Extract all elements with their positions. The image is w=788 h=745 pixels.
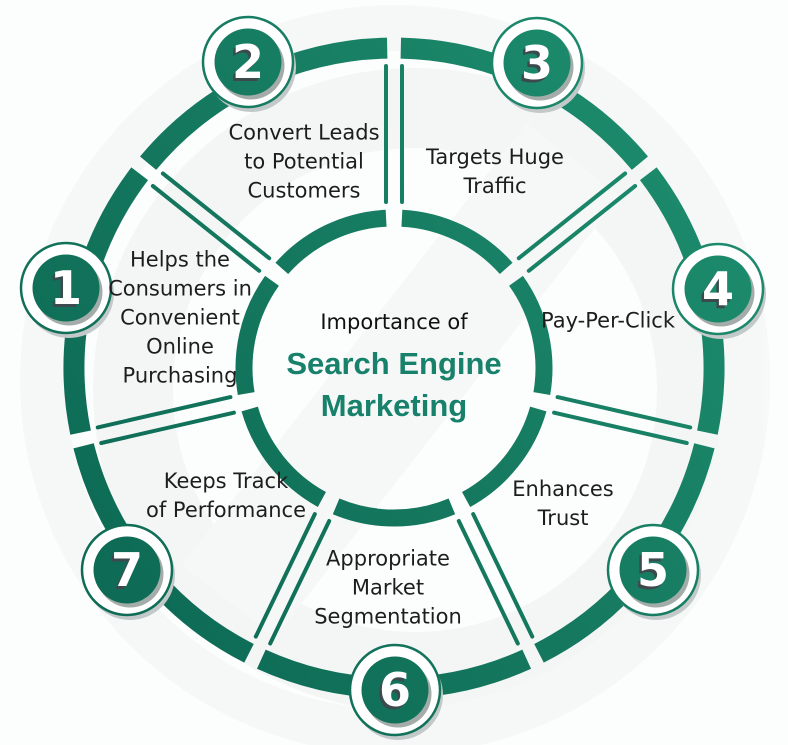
sector-edge xyxy=(555,395,693,430)
sector-label-5: Enhances Trust xyxy=(512,477,614,530)
sector-edge xyxy=(160,171,272,261)
sector-edge xyxy=(95,395,233,430)
inner-ring-segment-6 xyxy=(332,498,456,527)
badge-inner-disc xyxy=(503,29,571,97)
sector-edge xyxy=(456,519,520,646)
badge-2: 2 2 xyxy=(201,15,296,112)
center-kicker: Importance of xyxy=(320,310,468,334)
inner-ring-segment-5 xyxy=(461,406,547,507)
inner-ring-segment-7 xyxy=(241,406,327,507)
sector-label-2: Convert Leads to Potential Customers xyxy=(228,120,380,203)
badge-number: 7 xyxy=(111,543,143,597)
inner-ring-segment-4 xyxy=(508,275,553,396)
badge-5: 5 5 xyxy=(606,523,701,620)
badge-inner-disc xyxy=(619,536,687,604)
badge-7: 7 7 xyxy=(80,523,175,620)
badge-number-shadow: 7 xyxy=(108,546,140,600)
badge-number-shadow: 6 xyxy=(376,666,408,720)
sector-label-1: Helps the Consumers in Convenient Online… xyxy=(108,247,252,388)
badge-inner-disc xyxy=(684,255,752,323)
badge-6: 6 6 xyxy=(348,643,443,740)
inner-ring xyxy=(235,209,553,527)
badge-inner-disc xyxy=(214,28,282,96)
badge-number: 2 xyxy=(232,35,264,89)
badge-number: 6 xyxy=(379,663,411,717)
sector-label-3: Targets Huge Traffic xyxy=(426,145,564,198)
badge-3: 3 3 xyxy=(490,16,585,113)
sector-edge xyxy=(150,184,262,273)
sector-edge xyxy=(526,184,638,273)
badge-number: 5 xyxy=(637,543,669,597)
badge-inner-disc xyxy=(361,656,429,724)
badge-number: 1 xyxy=(50,261,82,315)
sector-edge xyxy=(516,171,628,261)
badge-4: 4 4 xyxy=(671,242,766,339)
center-hub: Importance of Search Engine Marketing xyxy=(286,307,501,427)
sector-edge xyxy=(552,410,689,445)
badge-number-shadow: 3 xyxy=(518,39,550,93)
badge-number-shadow: 2 xyxy=(229,38,261,92)
badge-1: 1 1 xyxy=(19,241,114,338)
sector-label-4: Pay-Per-Click xyxy=(541,308,675,333)
badge-number-shadow: 5 xyxy=(634,546,666,600)
sector-dividers xyxy=(95,64,693,646)
sector-label-7: Keeps Track of Performance xyxy=(146,469,306,522)
page-title: Search Engine Marketing xyxy=(286,346,502,423)
badge-number-shadow: 1 xyxy=(47,264,79,318)
inner-ring-segment-2 xyxy=(275,209,387,275)
badge-number: 4 xyxy=(702,262,734,316)
badge-number: 3 xyxy=(521,36,553,90)
badge-number-shadow: 4 xyxy=(699,265,731,319)
sector-edge xyxy=(268,519,332,646)
inner-ring-segment-3 xyxy=(401,209,513,275)
sector-edge xyxy=(471,512,535,639)
sector-edge xyxy=(99,410,236,445)
badge-inner-disc xyxy=(93,536,161,604)
sector-edge xyxy=(253,512,317,639)
inner-ring-segment-1 xyxy=(235,275,280,396)
badge-inner-disc xyxy=(32,254,100,322)
sector-label-6: Appropriate Market Segmentation xyxy=(314,546,462,629)
